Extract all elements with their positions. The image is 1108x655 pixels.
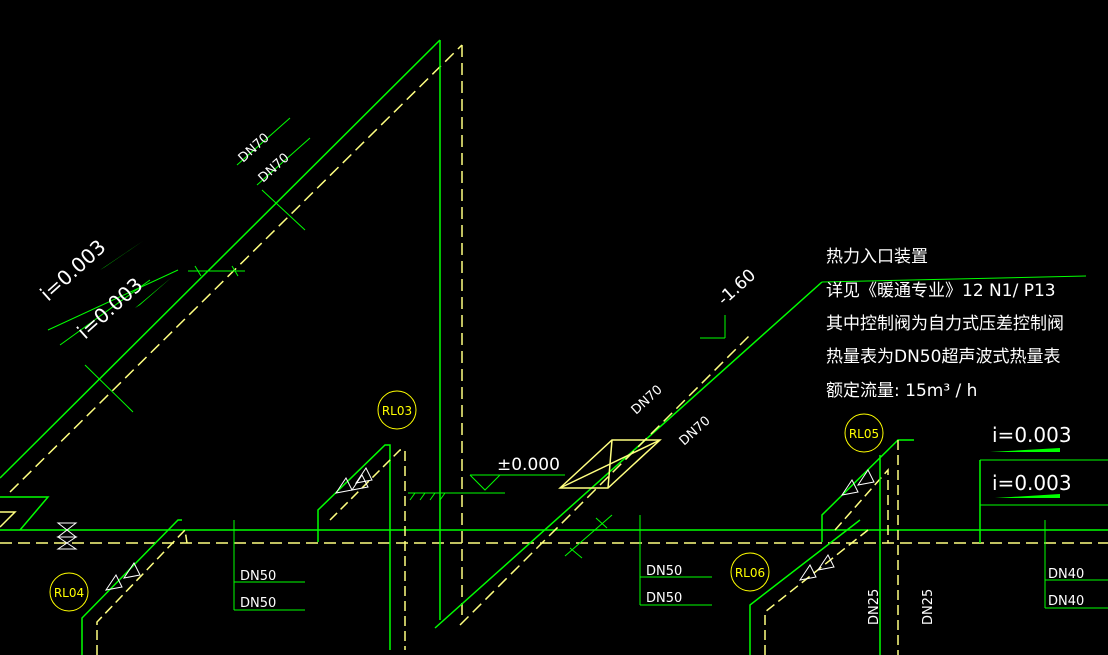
note-line-4: 热量表为DN50超声波式热量表 <box>826 347 1060 367</box>
tag-circle-rl05[interactable] <box>844 413 884 453</box>
note-line-2: 详见《暖通专业》12 N1/ P13 <box>826 281 1056 301</box>
slope-arrow-4 <box>995 494 1060 498</box>
slope-label-2: i=0.003 <box>72 273 147 344</box>
slope-label-1: i=0.003 <box>35 235 110 306</box>
branch-rl03 <box>317 390 417 650</box>
slope-annotation-left <box>47 241 179 346</box>
dn25-label-a: DN25 <box>867 589 882 625</box>
valve-rl05 <box>840 469 875 496</box>
note-line-1: 热力入口装置 <box>826 247 928 267</box>
note-line-5: 额定流量: 15m³ / h <box>826 381 977 401</box>
tag-rl05[interactable]: RL05 <box>849 427 879 441</box>
elevation-zero: ±0.000 <box>497 455 560 475</box>
tag-circle-rl04[interactable] <box>49 572 89 612</box>
tag-rl06[interactable]: RL06 <box>735 566 765 580</box>
slope-label-3: i=0.003 <box>992 423 1072 447</box>
dn50-label-a: DN50 <box>240 569 276 584</box>
diagonal-riser-left <box>0 39 463 620</box>
riser-cross-mark-3 <box>84 364 134 413</box>
gate-valve-left <box>56 522 78 550</box>
elevation-zero-marker <box>408 474 565 501</box>
heat-entry-diagonal <box>434 275 1087 629</box>
slope-arrow-1 <box>100 241 143 270</box>
slope-arrow-3 <box>990 448 1060 452</box>
tag-circle-rl06[interactable] <box>730 552 770 592</box>
dn50-leaders-left <box>233 520 305 611</box>
branch-rl05 <box>821 413 914 655</box>
dn25-label-b: DN25 <box>921 589 936 625</box>
dn50-leaders-center <box>639 515 712 606</box>
diagonal-return-pipe <box>9 44 463 493</box>
riser-tick-2 <box>231 265 239 277</box>
tag-circle-rl03[interactable] <box>377 390 417 430</box>
branch-rl06 <box>730 519 869 655</box>
dn40-label-b: DN40 <box>1048 594 1084 609</box>
dn70-leaders-left <box>236 117 311 186</box>
dn40-label-a: DN40 <box>1048 567 1084 582</box>
dn50-label-c: DN50 <box>646 564 682 579</box>
slope-arrow-2 <box>135 277 172 308</box>
tag-rl04[interactable]: RL04 <box>54 586 84 600</box>
branch-rl04 <box>49 519 188 655</box>
riser-tick-1 <box>194 265 202 277</box>
valve-rl06 <box>798 554 835 581</box>
valve-rl04 <box>104 562 141 591</box>
riser-cross-mark-1 <box>261 189 306 231</box>
note-line-3: 其中控制阀为自力式压差控制阀 <box>826 314 1064 334</box>
heat-entry-note: 热力入口装置 详见《暖通专业》12 N1/ P13 其中控制阀为自力式压差控制阀… <box>826 247 1064 401</box>
dn50-label-d: DN50 <box>646 591 682 606</box>
dn70-label-a: DN70 <box>236 131 273 166</box>
dn50-label-b: DN50 <box>240 596 276 611</box>
left-entry-fittings <box>0 496 78 550</box>
tag-rl03[interactable]: RL03 <box>382 404 412 418</box>
diagonal-supply-pipe <box>0 39 441 479</box>
valve-rl03 <box>334 467 373 494</box>
dn70-label-d: DN70 <box>677 414 714 449</box>
right-side-annotations <box>979 448 1108 609</box>
entry-return-diagonal <box>459 334 751 626</box>
entry-cross-mark <box>564 514 613 557</box>
slope-label-4: i=0.003 <box>992 471 1072 495</box>
dn70-label-b: DN70 <box>256 151 293 186</box>
elevation-negative: -1.60 <box>714 265 760 309</box>
dn70-label-c: DN70 <box>629 383 666 418</box>
